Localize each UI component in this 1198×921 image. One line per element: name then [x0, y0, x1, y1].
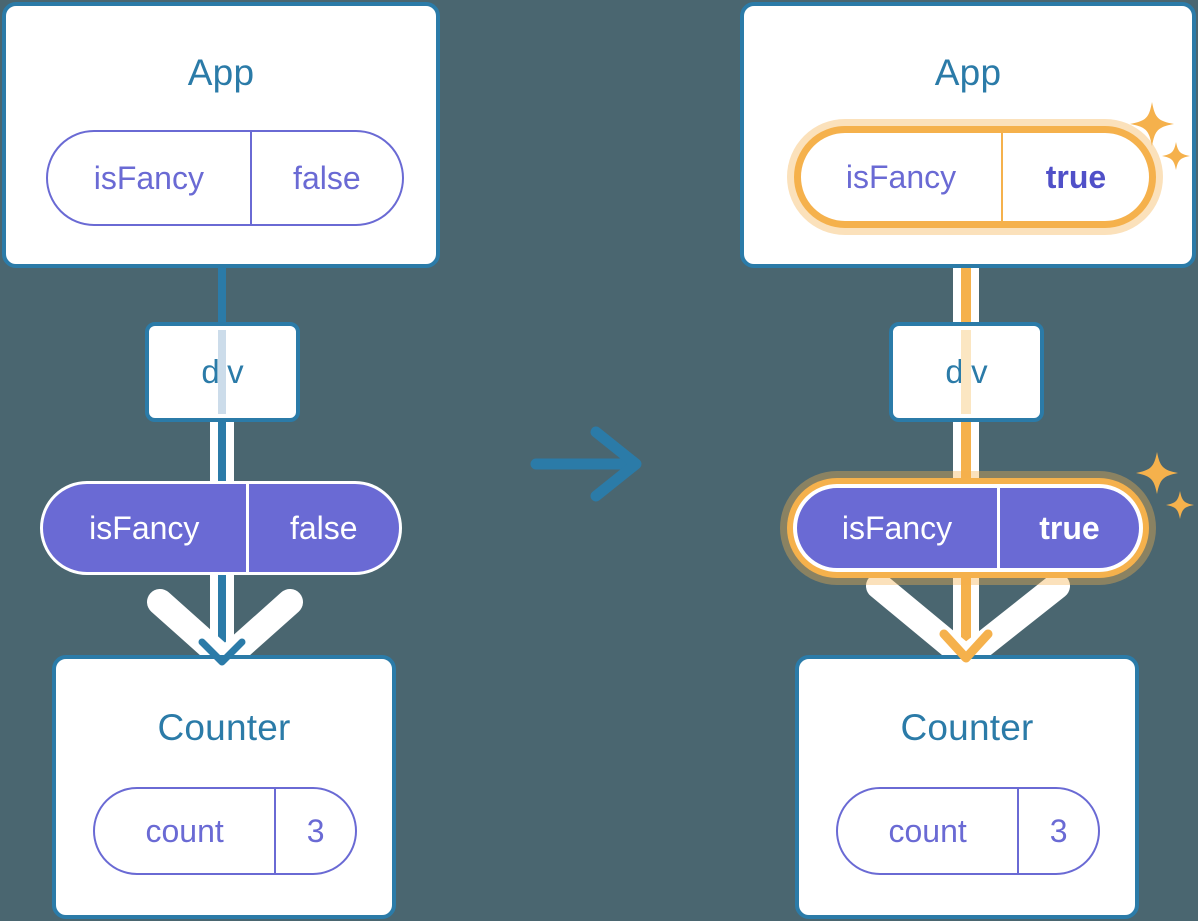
counter-state-name-after: count	[888, 812, 967, 849]
app-title-before: App	[187, 52, 255, 93]
prop-pill-after: isFancy true	[793, 484, 1143, 572]
wire-div-to-prop-after	[961, 415, 971, 495]
counter-title-after: Counter	[900, 707, 1034, 748]
app-node-after: App isFancy true	[740, 2, 1196, 268]
prop-name-before: isFancy	[89, 509, 200, 546]
app-state-pill-before: isFancy false	[46, 130, 404, 226]
sparkle-icon-prop	[1136, 452, 1194, 519]
app-state-name-after: isFancy	[845, 158, 957, 195]
app-node-before: App isFancy false	[2, 2, 440, 268]
transition-arrow-icon	[530, 426, 642, 502]
counter-state-value-after: 3	[1017, 789, 1098, 873]
counter-node-before: Counter count 3	[52, 655, 396, 919]
counter-state-value-before: 3	[274, 789, 355, 873]
counter-title-before: Counter	[157, 707, 291, 748]
wire-div-to-prop-before	[218, 415, 226, 495]
prop-pill-before: isFancy false	[40, 481, 402, 575]
wire-app-to-div-after	[961, 215, 971, 327]
app-state-value-after: true	[1001, 133, 1149, 221]
counter-state-name-before: count	[145, 812, 224, 849]
wire-through-div-after	[961, 330, 971, 414]
app-state-name-before: isFancy	[93, 159, 204, 196]
app-title-after: App	[934, 52, 1002, 93]
prop-value-before: false	[245, 484, 399, 572]
counter-node-after: Counter count 3	[795, 655, 1139, 919]
app-state-value-before: false	[249, 132, 402, 224]
wire-app-to-div-before	[218, 215, 226, 327]
counter-state-pill-before: count 3	[93, 787, 357, 875]
counter-state-pill-after: count 3	[836, 787, 1100, 875]
prop-value-after: true	[997, 488, 1139, 568]
prop-name-after: isFancy	[841, 509, 953, 546]
wire-through-div-before	[218, 330, 226, 414]
app-state-pill-after: isFancy true	[794, 126, 1156, 228]
